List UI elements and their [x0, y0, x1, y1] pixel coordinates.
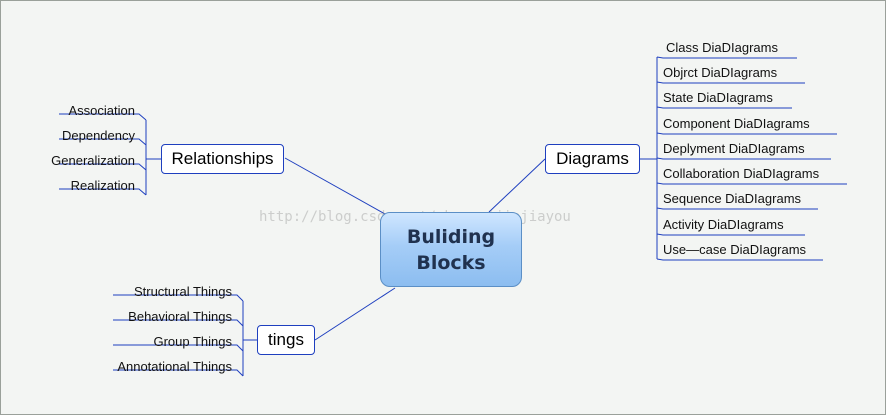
- link-central-tings: [314, 287, 396, 341]
- subtopic-annotational-things[interactable]: Annotational Things: [117, 359, 232, 374]
- subtopic-realization[interactable]: Realization: [70, 178, 135, 193]
- subtopic-usecase-diagrams[interactable]: Use—case DiaDIagrams: [663, 242, 807, 257]
- subtopic-dependency[interactable]: Dependency: [62, 128, 135, 143]
- topic-tings[interactable]: tings: [257, 325, 315, 355]
- link-diagram-child-1: [656, 81, 805, 84]
- link-diagram-child-5: [656, 182, 847, 185]
- subtopic-behavioral-things[interactable]: Behavioral Things: [128, 309, 232, 324]
- central-topic[interactable]: Buliding Blocks: [380, 212, 522, 287]
- topic-tings-label: tings: [268, 330, 304, 349]
- link-relationship-child-0: [59, 113, 147, 121]
- topic-relationships[interactable]: Relationships: [161, 144, 284, 174]
- subtopic-group-things[interactable]: Group Things: [153, 334, 232, 349]
- link-relationship-child-3: [59, 188, 147, 196]
- link-diagram-child-0: [656, 56, 797, 59]
- link-ting-child-0: [113, 294, 244, 302]
- link-ting-child-3: [113, 369, 244, 377]
- link-diagram-child-3: [656, 132, 837, 135]
- link-diagram-child-8: [656, 258, 823, 261]
- topic-relationships-label: Relationships: [171, 149, 274, 168]
- link-diagram-child-2: [656, 106, 792, 109]
- link-diagram-child-4: [656, 157, 831, 160]
- subtopic-association[interactable]: Association: [68, 103, 135, 118]
- topic-diagrams[interactable]: Diagrams: [545, 144, 640, 174]
- subtopic-object-diagrams[interactable]: Objrct DiaDIagrams: [663, 65, 778, 80]
- subtopic-collaboration-diagrams[interactable]: Collaboration DiaDIagrams: [663, 166, 820, 181]
- link-central-relationships: [284, 157, 386, 215]
- link-ting-child-1: [113, 319, 244, 327]
- central-topic-line1: Buliding: [406, 225, 496, 248]
- central-topic-line2: Blocks: [416, 251, 486, 274]
- link-relationship-child-1: [59, 138, 147, 146]
- link-central-diagrams: [488, 158, 546, 213]
- topic-diagrams-label: Diagrams: [556, 149, 629, 168]
- link-ting-child-2: [113, 344, 244, 352]
- subtopic-class-diagrams[interactable]: Class DiaDIagrams: [666, 40, 778, 55]
- link-relationship-child-2: [59, 163, 147, 171]
- subtopic-structural-things[interactable]: Structural Things: [133, 284, 232, 299]
- subtopic-generalization[interactable]: Generalization: [51, 153, 135, 168]
- subtopic-deployment-diagrams[interactable]: Deplyment DiaDIagrams: [663, 141, 805, 156]
- link-diagram-child-7: [656, 233, 805, 236]
- subtopic-sequence-diagrams[interactable]: Sequence DiaDIagrams: [663, 191, 802, 206]
- subtopic-component-diagrams[interactable]: Component DiaDIagrams: [663, 116, 810, 131]
- subtopic-activity-diagrams[interactable]: Activity DiaDIagrams: [663, 217, 784, 232]
- link-diagram-child-6: [656, 207, 818, 210]
- subtopic-state-diagrams[interactable]: State DiaDIagrams: [663, 90, 773, 105]
